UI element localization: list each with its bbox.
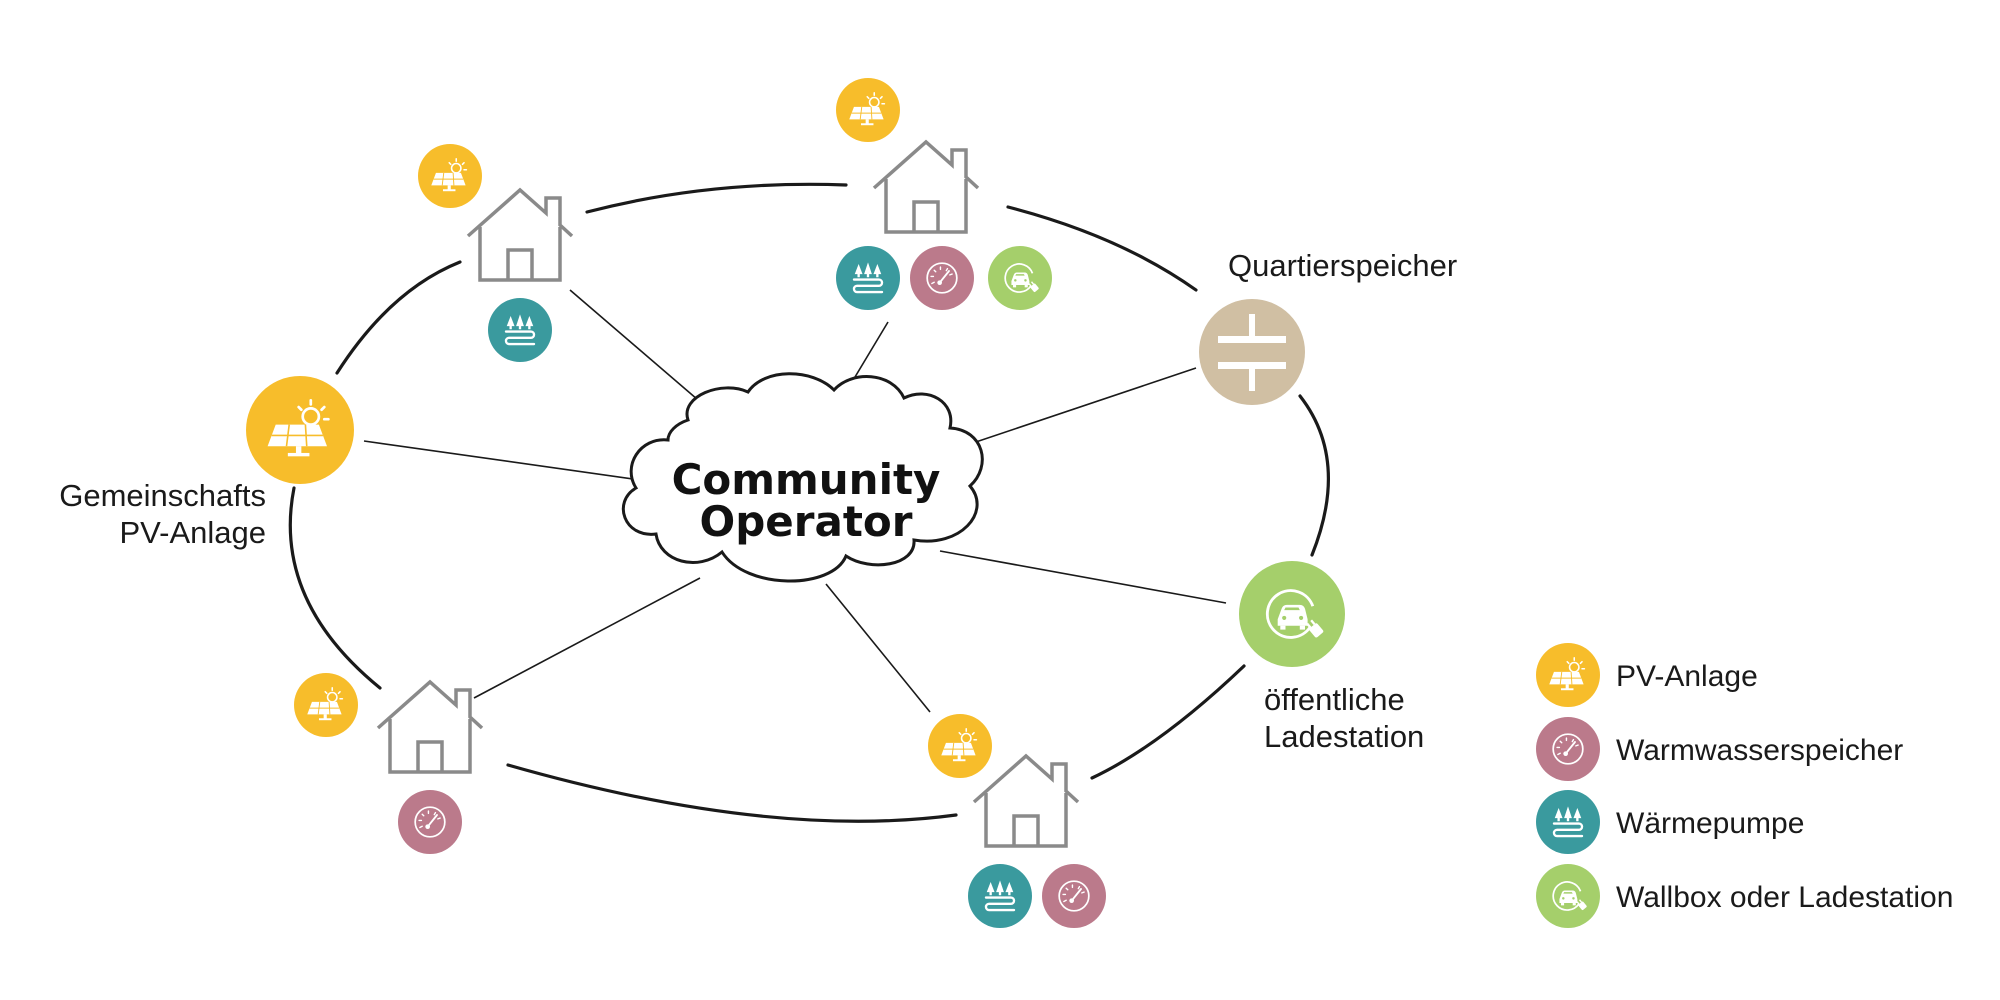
house-4[interactable] bbox=[294, 673, 484, 854]
community-ring bbox=[288, 182, 1331, 823]
heat-pump-icon[interactable] bbox=[488, 298, 552, 362]
house-icon bbox=[972, 754, 1080, 848]
gauge-icon[interactable] bbox=[910, 246, 974, 310]
gemeinschafts-label-line2: PV-Anlage bbox=[120, 515, 267, 550]
ladestation-label-line2: Ladestation bbox=[1264, 719, 1424, 754]
house-2[interactable] bbox=[836, 78, 1052, 310]
legend-item-wallbox: Wallbox oder Ladestation bbox=[1536, 864, 1953, 928]
legend-label: Warmwasserspeicher bbox=[1616, 734, 1903, 767]
house-1[interactable] bbox=[418, 144, 574, 362]
center-title-line2: Operator bbox=[700, 497, 913, 546]
house-icon bbox=[872, 140, 980, 234]
solar-panel-icon[interactable] bbox=[418, 144, 482, 208]
house-icon bbox=[466, 188, 574, 282]
legend-item-pv: PV-Anlage bbox=[1536, 643, 1758, 707]
house-5[interactable] bbox=[928, 714, 1106, 928]
connection-house-5 bbox=[825, 583, 931, 713]
gemeinschafts-label-line1: Gemeinschafts bbox=[59, 478, 266, 513]
legend-item-waermepumpe: Wärmepumpe bbox=[1536, 790, 1804, 854]
legend-item-warmwasser: Warmwasserspeicher bbox=[1536, 717, 1903, 781]
gauge-icon bbox=[1536, 717, 1600, 781]
heat-pump-icon[interactable] bbox=[968, 864, 1032, 928]
center-title-line1: Community bbox=[672, 455, 941, 504]
gauge-icon[interactable] bbox=[1042, 864, 1106, 928]
battery-storage-icon bbox=[1199, 299, 1305, 405]
house-icon bbox=[376, 680, 484, 774]
ev-charger-icon[interactable] bbox=[988, 246, 1052, 310]
connection-ladestation bbox=[939, 550, 1227, 604]
legend-label: PV-Anlage bbox=[1616, 660, 1758, 693]
ladestation-label-line1: öffentliche bbox=[1264, 682, 1405, 717]
connection-gemeinschafts-pv bbox=[363, 440, 641, 481]
connection-house-4 bbox=[473, 577, 701, 699]
solar-panel-icon[interactable] bbox=[294, 673, 358, 737]
battery-symbol bbox=[1218, 314, 1286, 391]
legend: PV-Anlage Warmwasserspeicher Wärmepumpe … bbox=[1536, 643, 1953, 928]
ladestation-node[interactable]: öffentliche Ladestation bbox=[1239, 561, 1424, 754]
legend-label: Wärmepumpe bbox=[1616, 807, 1804, 840]
quartierspeicher-label: Quartierspeicher bbox=[1228, 248, 1457, 283]
solar-panel-icon[interactable] bbox=[836, 78, 900, 142]
gauge-icon[interactable] bbox=[398, 790, 462, 854]
community-operator-cloud[interactable]: Community Operator bbox=[621, 372, 984, 583]
quartierspeicher-node[interactable]: Quartierspeicher bbox=[1199, 248, 1457, 405]
connection-quartierspeicher bbox=[957, 367, 1197, 449]
solar-panel-icon[interactable] bbox=[928, 714, 992, 778]
connection-lines bbox=[363, 289, 1227, 713]
gemeinschafts-pv-node[interactable]: Gemeinschafts PV-Anlage bbox=[59, 376, 354, 550]
heat-pump-icon bbox=[1536, 790, 1600, 854]
heat-pump-icon[interactable] bbox=[836, 246, 900, 310]
legend-label: Wallbox oder Ladestation bbox=[1616, 881, 1953, 914]
